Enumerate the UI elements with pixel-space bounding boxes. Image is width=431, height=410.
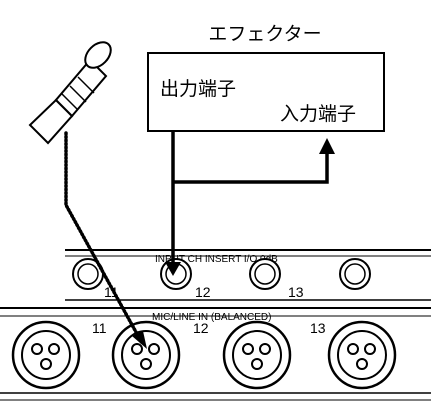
xlr-jack-11 xyxy=(11,320,81,390)
insert-jack-13 xyxy=(249,258,281,290)
output-to-insert-arrow xyxy=(165,131,181,276)
microphone-icon xyxy=(28,41,112,145)
micline-channel-11: 11 xyxy=(92,320,107,336)
insert-jack-14 xyxy=(339,258,371,290)
xlr-jack-13 xyxy=(222,320,292,390)
effector-box: エフェクター 出力端子 入力端子 xyxy=(147,23,385,132)
output-terminal-label: 出力端子 xyxy=(160,78,236,100)
input-terminal-label: 入力端子 xyxy=(280,103,356,125)
insert-channel-12: 12 xyxy=(195,284,211,300)
insert-panel-label: INPUT CH INSERT I/O 0dB xyxy=(155,254,278,265)
mic-cable-arrow xyxy=(64,131,147,349)
micline-panel: MIC/LINE IN (BALANCED) xyxy=(0,307,431,401)
xlr-jack-14 xyxy=(327,320,397,390)
micline-panel-label: MIC/LINE IN (BALANCED) xyxy=(152,312,271,323)
effector-title: エフェクター xyxy=(208,23,321,45)
micline-channel-12: 12 xyxy=(193,320,209,336)
insert-jack-11 xyxy=(72,258,104,290)
insert-to-input-arrow xyxy=(173,138,335,184)
insert-panel: INPUT CH INSERT I/O 0dB 11 12 13 xyxy=(65,249,431,301)
xlr-jack-12 xyxy=(111,320,181,390)
micline-channel-13: 13 xyxy=(310,320,326,336)
insert-channel-13: 13 xyxy=(288,284,304,300)
